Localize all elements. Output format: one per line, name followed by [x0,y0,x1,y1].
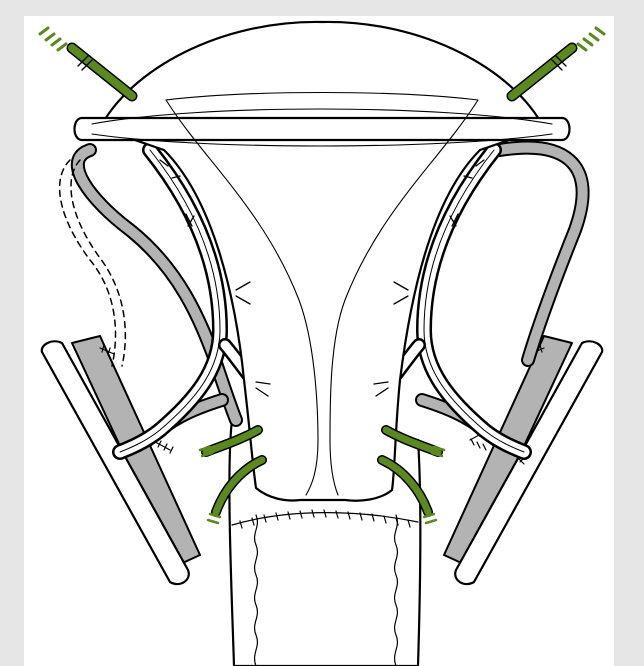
ovarian-vessel-green-left [40,28,132,96]
iliac-vessel-left [42,336,200,584]
ovarian-vessel-green-right [512,28,604,96]
iliac-vessel-right [444,336,602,584]
